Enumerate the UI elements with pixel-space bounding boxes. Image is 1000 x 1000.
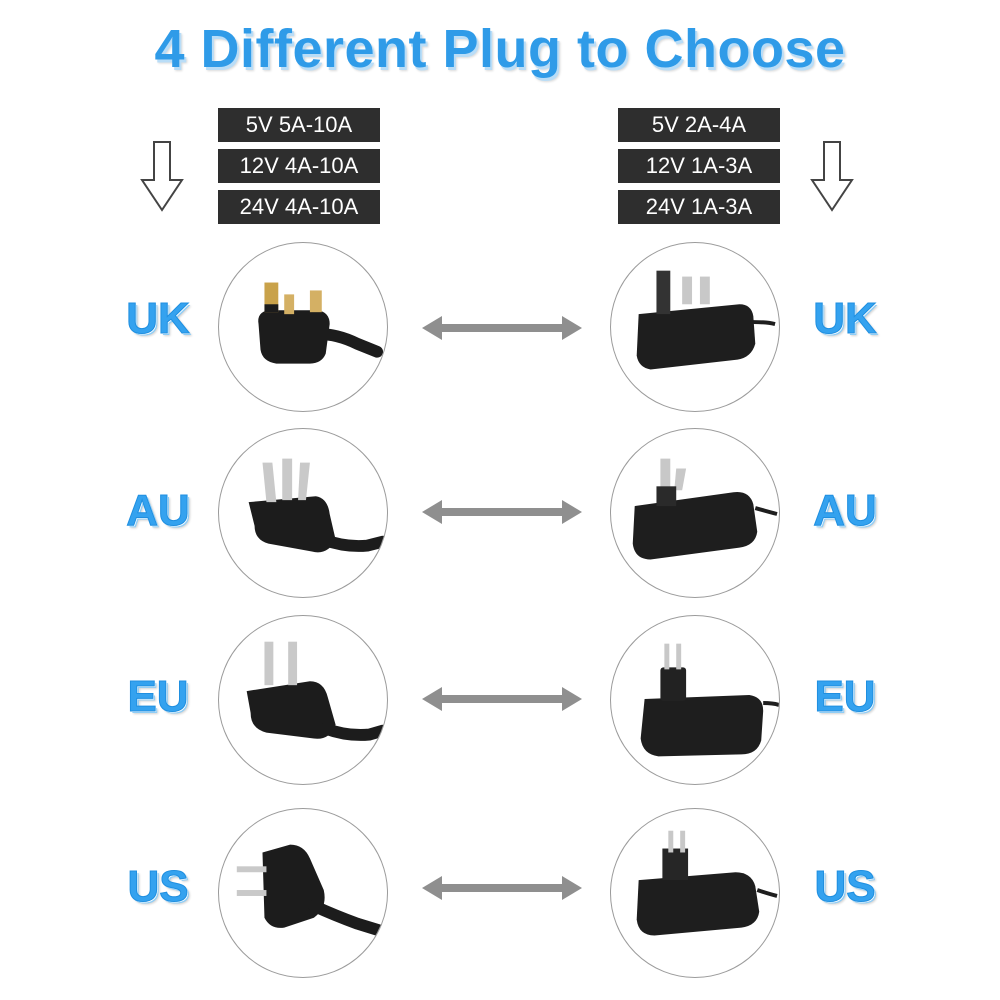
uk-wall-adapter-image xyxy=(610,242,780,412)
uk-wall-adapter-icon xyxy=(636,270,776,370)
uk-plug-cord-icon xyxy=(258,282,384,364)
double-arrow-au-icon xyxy=(422,500,582,524)
spec-left-3: 24V 4A-10A xyxy=(218,190,380,224)
eu-wall-adapter-image xyxy=(610,615,780,785)
down-arrow-left-icon xyxy=(140,141,184,212)
region-label-us-right: US xyxy=(814,862,876,912)
region-label-uk-right: UK xyxy=(813,294,878,344)
spec-right-1: 5V 2A-4A xyxy=(618,108,780,142)
region-label-uk-left: UK xyxy=(126,294,191,344)
spec-right-2: 12V 1A-3A xyxy=(618,149,780,183)
au-plug-cord-icon xyxy=(248,458,387,553)
us-wall-adapter-image xyxy=(610,808,780,978)
double-arrow-us-icon xyxy=(422,876,582,900)
us-wall-adapter-icon xyxy=(636,830,778,936)
us-plug-cord-image xyxy=(218,808,388,978)
us-plug-cord-icon xyxy=(236,844,387,938)
region-label-eu-left: EU xyxy=(127,672,189,722)
down-arrow-right-icon xyxy=(810,141,854,212)
region-label-au-right: AU xyxy=(813,486,878,536)
spec-right-3: 24V 1A-3A xyxy=(618,190,780,224)
double-arrow-uk-icon xyxy=(422,316,582,340)
eu-plug-cord-image xyxy=(218,615,388,785)
uk-plug-cord-image xyxy=(218,242,388,412)
au-wall-adapter-image xyxy=(610,428,780,598)
region-label-us-left: US xyxy=(127,862,189,912)
spec-left-2: 12V 4A-10A xyxy=(218,149,380,183)
region-label-au-left: AU xyxy=(126,486,191,536)
au-plug-cord-image xyxy=(218,428,388,598)
spec-left-1: 5V 5A-10A xyxy=(218,108,380,142)
eu-wall-adapter-icon xyxy=(640,643,779,757)
page-title: 4 Different Plug to Choose xyxy=(154,19,846,79)
au-wall-adapter-icon xyxy=(632,458,778,560)
eu-plug-cord-icon xyxy=(246,641,387,741)
region-label-eu-right: EU xyxy=(814,672,876,722)
double-arrow-eu-icon xyxy=(422,687,582,711)
